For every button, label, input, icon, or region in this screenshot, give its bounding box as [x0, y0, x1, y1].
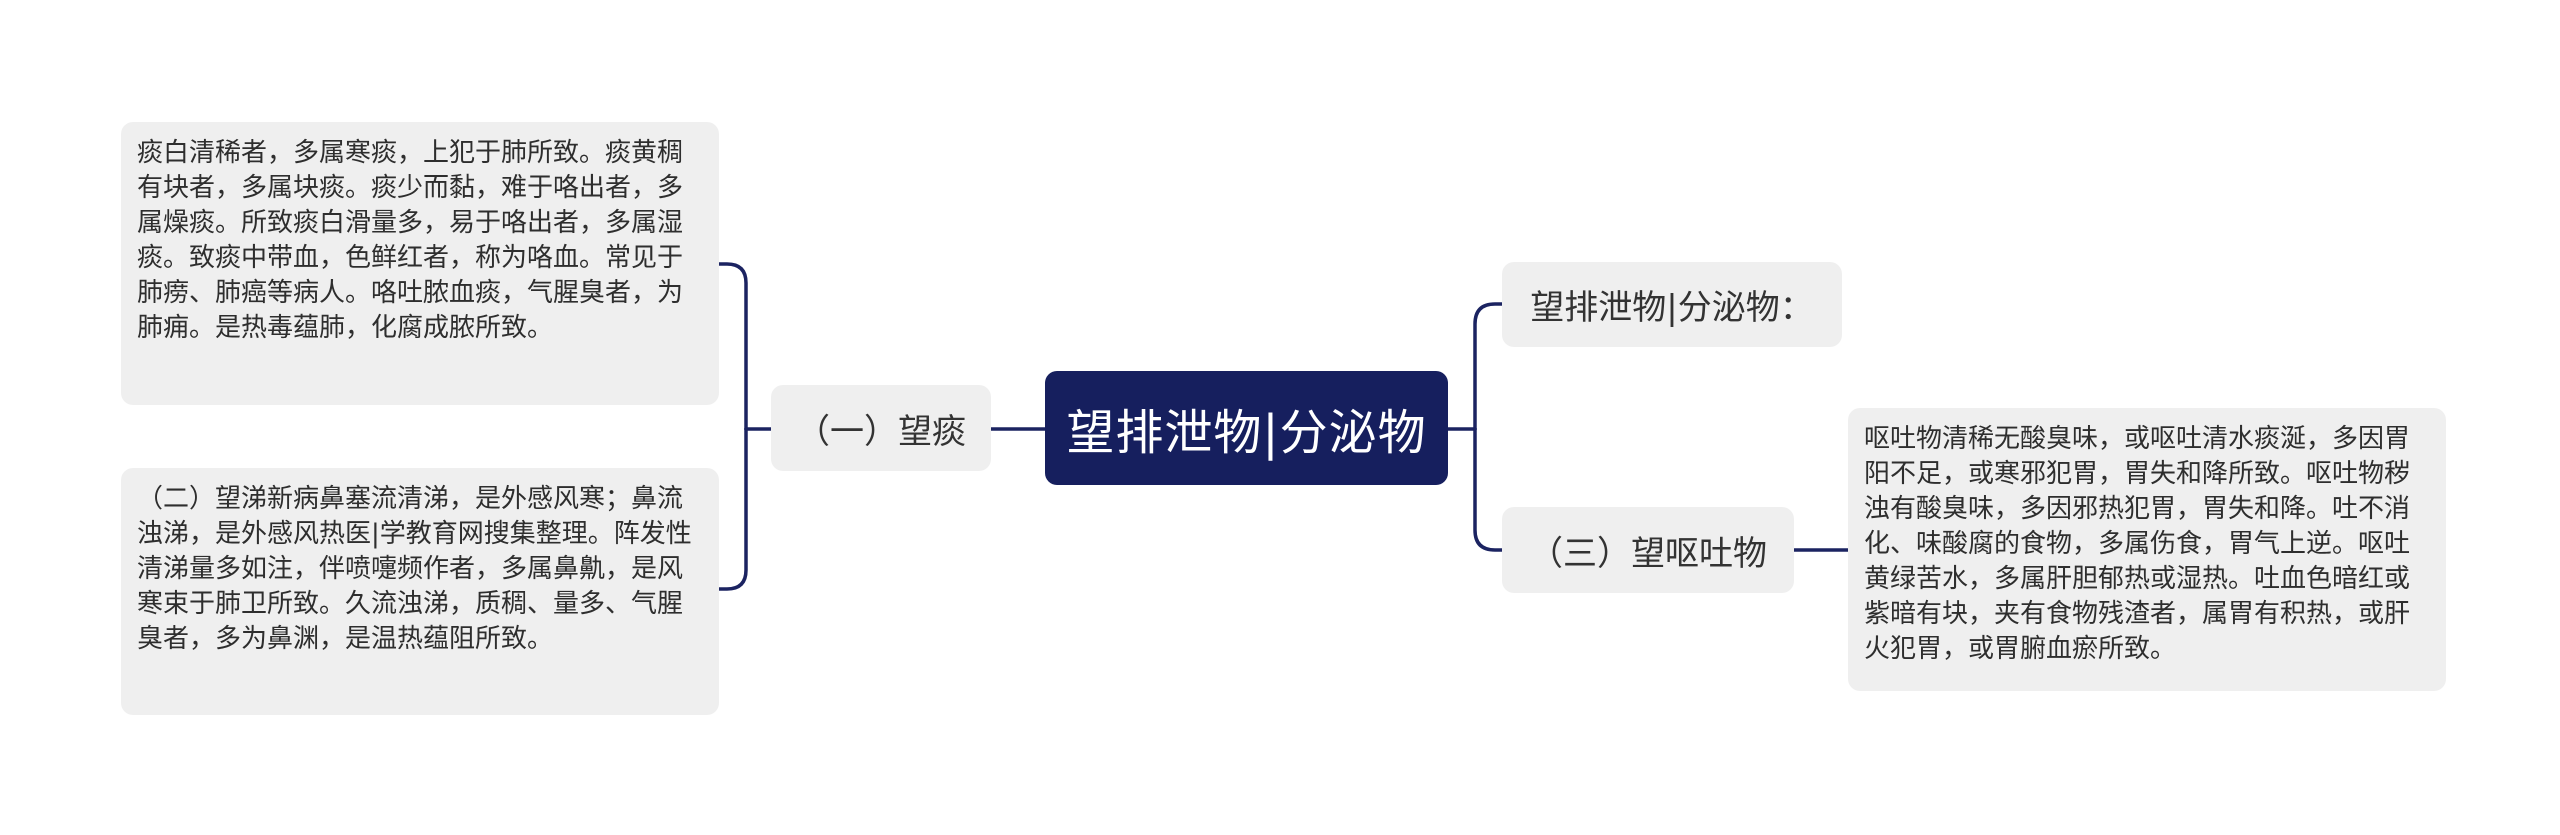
leaf-vomit-text: 呕吐物清稀无酸臭味，或呕吐清水痰涎，多因胃阳不足，或寒邪犯胃，胃失和降所致。呕吐…: [1864, 424, 2411, 664]
leaf-nasal-text: （二）望涕新病鼻塞流清涕，是外感风寒；鼻流浊涕，是外感风热医|学教育网搜集整理。…: [137, 484, 692, 654]
branch-sputum[interactable]: （一）望痰: [771, 385, 991, 471]
branch-sputum-label: （一）望痰: [796, 411, 966, 452]
leaf-sputum-detail[interactable]: 痰白清稀者，多属寒痰，上犯于肺所致。痰黄稠有块者，多属块痰。痰少而黏，难于咯出者…: [121, 122, 719, 405]
leaf-nasal-discharge-detail[interactable]: （二）望涕新病鼻塞流清涕，是外感风寒；鼻流浊涕，是外感风热医|学教育网搜集整理。…: [121, 468, 719, 715]
connector-sputum-to-leaf2: [717, 427, 748, 591]
root-topic[interactable]: 望排泄物|分泌物: [1045, 371, 1448, 485]
branch-vomit[interactable]: （三）望呕吐物: [1502, 507, 1794, 593]
connector-root-to-title: [1473, 302, 1504, 431]
leaf-sputum-text: 痰白清稀者，多属寒痰，上犯于肺所致。痰黄稠有块者，多属块痰。痰少而黏，难于咯出者…: [137, 138, 684, 343]
branch-vomit-label: （三）望呕吐物: [1529, 533, 1767, 574]
leaf-vomit-detail[interactable]: 呕吐物清稀无酸臭味，或呕吐清水痰涎，多因胃阳不足，或寒邪犯胃，胃失和降所致。呕吐…: [1848, 408, 2446, 691]
connector-root-to-vomit: [1473, 427, 1504, 552]
connector-sputum-to-leaf1: [717, 262, 748, 431]
branch-topic-title[interactable]: 望排泄物|分泌物：: [1502, 262, 1842, 347]
branch-topic-title-label: 望排泄物|分泌物：: [1530, 288, 1814, 328]
root-topic-label: 望排泄物|分泌物: [1066, 405, 1427, 461]
